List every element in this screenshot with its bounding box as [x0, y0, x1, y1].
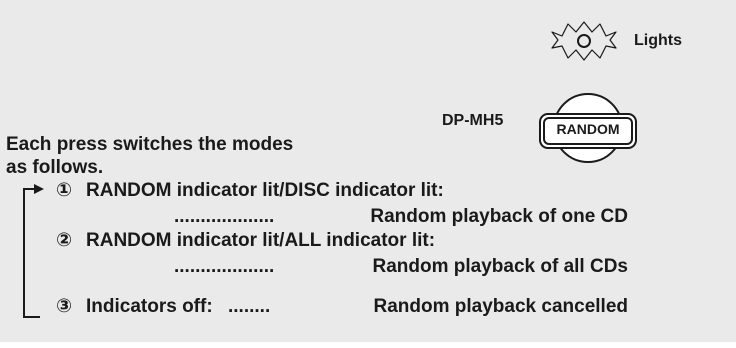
mode-1-line: RANDOM indicator lit/DISC indicator lit: [86, 180, 444, 201]
lights-icon [551, 21, 617, 61]
intro-line-1: Each press switches the modes [6, 134, 294, 155]
mode-3-line: Indicators off: [86, 296, 213, 317]
mode-3-number: ③ [56, 296, 73, 317]
intro-line-2: as follows. [6, 157, 104, 178]
mode-2-dots: ................... [174, 256, 275, 277]
mode-3-description: Random playback cancelled [373, 296, 629, 317]
mode-1-description: Random playback of one CD [370, 206, 628, 227]
mode-2-line: RANDOM indicator lit/ALL indicator lit: [86, 230, 436, 251]
mode-1-number: ① [56, 180, 73, 201]
mode-3-dots: ........ [228, 296, 271, 317]
random-button[interactable]: RANDOM [556, 121, 620, 137]
model-label: DP-MH5 [442, 112, 504, 129]
lights-label: Lights [634, 32, 682, 49]
mode-1-dots: ................... [174, 206, 275, 227]
mode-2-description: Random playback of all CDs [372, 256, 628, 277]
random-button-graphic [539, 93, 637, 163]
mode-2-number: ② [56, 230, 73, 251]
